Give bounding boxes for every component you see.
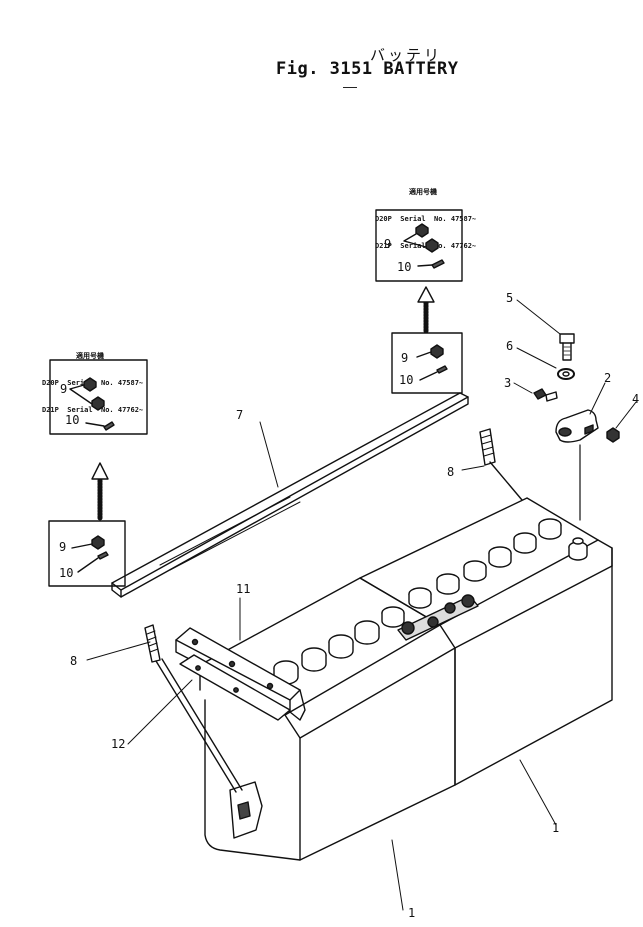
- callout-10-left-new: 10: [65, 413, 80, 427]
- callout-10-left-old: 10: [59, 566, 74, 580]
- callout-1-left-battery: 1: [408, 906, 416, 920]
- callout-9-left-old: 9: [59, 540, 67, 554]
- serial-note-line: D21P Serial No. 47762~: [375, 242, 477, 250]
- callout-9-top-old: 9: [401, 351, 409, 365]
- serial-note-line: D20P Serial No. 47587~: [375, 215, 477, 223]
- callout-4: 4: [632, 392, 640, 406]
- hold-down-bar: [111, 392, 469, 598]
- figure-title: Fig. 3151 BATTERY: [276, 59, 459, 79]
- arrow-up-top: [417, 286, 435, 334]
- callout-8-right: 8: [447, 465, 455, 479]
- callout-9-left-new: 9: [60, 382, 68, 396]
- j-bolt-left: [144, 624, 263, 839]
- callout-3: 3: [504, 376, 512, 390]
- arrow-up-left: [91, 462, 109, 521]
- callout-1-right-battery: 1: [552, 821, 560, 835]
- j-bolt-right: [479, 428, 523, 501]
- detail-box-top-old: [391, 332, 463, 394]
- callout-8-left: 8: [70, 654, 78, 668]
- serial-note-header: 適用号機: [76, 352, 104, 360]
- leader-lines: [86, 299, 637, 911]
- callout-10-top-new: 10: [397, 260, 412, 274]
- battery-terminals: [397, 537, 588, 641]
- terminal-clamp-parts: [533, 333, 620, 521]
- detail-box-top-new: [375, 209, 463, 282]
- callout-9-top-new: 9: [384, 237, 392, 251]
- battery-bracket: [175, 627, 306, 721]
- callout-10-top-old: 10: [399, 373, 414, 387]
- battery-left: [199, 577, 456, 861]
- figure-title-japanese: バッテリ: [370, 46, 443, 64]
- cell-caps: [273, 518, 562, 685]
- callout-11: 11: [236, 582, 251, 596]
- callout-5: 5: [506, 291, 514, 305]
- title-underline-dash: —: [343, 78, 357, 94]
- callout-2: 2: [604, 371, 612, 385]
- detail-box-left-new: [49, 359, 148, 435]
- serial-note-right: 適用号機 D20P Serial No. 47587~ D21P Serial …: [375, 170, 476, 269]
- callout-7: 7: [236, 408, 244, 422]
- serial-note-header: 適用号機: [409, 188, 437, 196]
- callout-6: 6: [506, 339, 514, 353]
- callout-12: 12: [111, 737, 126, 751]
- detail-box-left-old: [48, 520, 126, 587]
